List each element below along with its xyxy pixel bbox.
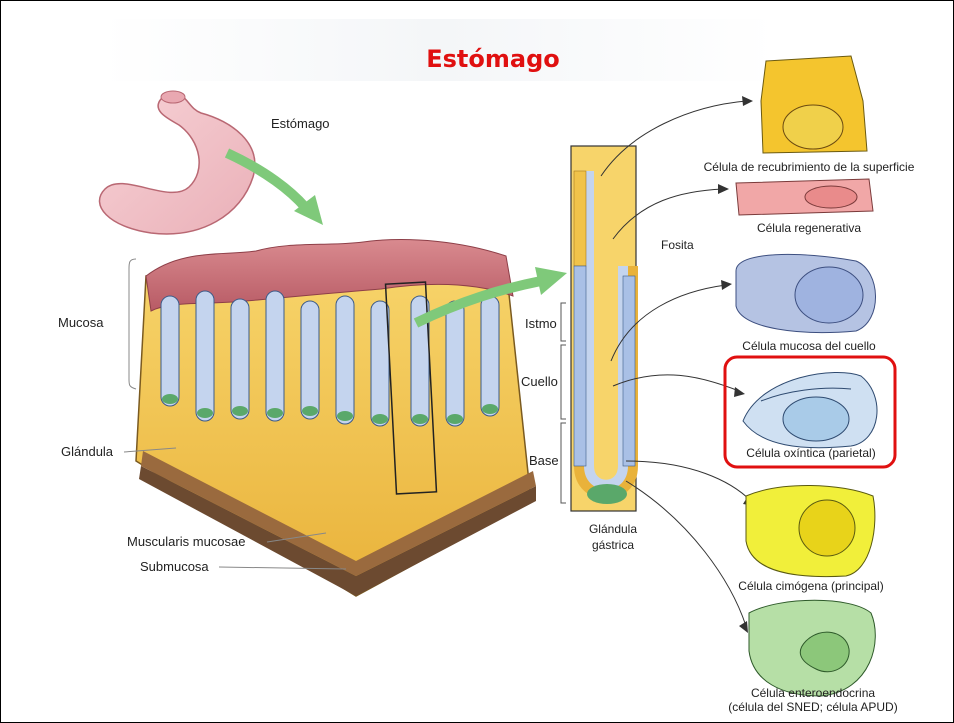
stomach-organ	[100, 91, 255, 234]
connector-arrowheads	[718, 96, 755, 633]
oxyntic-cell-illustration	[743, 372, 877, 447]
mucous-neck-cell-illustration	[736, 254, 876, 332]
glandula-label: Glándula	[61, 444, 114, 459]
chief-cell-label: Célula cimógena (principal)	[738, 579, 883, 593]
enteroendocrine-cell-label-2: (célula del SNED; célula APUD)	[728, 700, 897, 714]
enteroendocrine-cell-label-1: Célula enteroendocrina	[751, 686, 875, 700]
enteroendocrine-cell-illustration	[749, 600, 875, 696]
mucosa-bracket	[129, 259, 136, 389]
submucosa-label: Submucosa	[140, 559, 209, 574]
fosita-label: Fosita	[661, 238, 694, 252]
stomach-label: Estómago	[271, 116, 330, 131]
base-label: Base	[529, 453, 559, 468]
base-bracket	[561, 423, 566, 503]
glandula-gastrica-label-2: gástrica	[592, 538, 634, 552]
glandula-gastrica-label-1: Glándula	[589, 522, 637, 536]
cuello-bracket	[561, 345, 566, 419]
oxyntic-cell-label: Célula oxíntica (parietal)	[746, 446, 875, 460]
surface-cell-illustration	[761, 56, 867, 153]
surface-cell-label: Célula de recubrimiento de la superficie	[704, 160, 915, 174]
regenerative-cell-label: Célula regenerativa	[757, 221, 861, 235]
chief-cell-illustration	[746, 485, 875, 576]
mucosa-label: Mucosa	[58, 315, 104, 330]
istmo-label: Istmo	[525, 316, 557, 331]
green-arrowhead-2	[535, 267, 567, 295]
gastric-gland	[571, 146, 636, 511]
cuello-label: Cuello	[521, 374, 558, 389]
istmo-bracket	[561, 303, 566, 341]
regenerative-cell-illustration	[736, 179, 873, 215]
muscularis-label: Muscularis mucosae	[127, 534, 246, 549]
page-title: Estómago	[426, 45, 560, 73]
mucous-neck-cell-label: Célula mucosa del cuello	[742, 339, 876, 353]
